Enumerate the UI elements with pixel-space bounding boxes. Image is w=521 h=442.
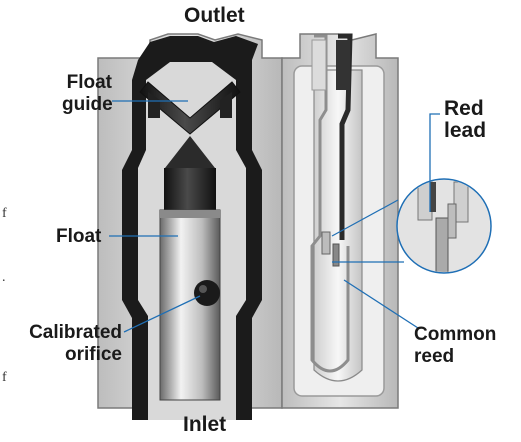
- reed-zoom-inset: [331, 178, 492, 274]
- edge-fragment-3: f: [2, 370, 7, 385]
- common-reed-label: Common reed: [414, 324, 496, 368]
- float-guide-label: Float guide: [62, 72, 113, 116]
- calibrated-orifice-label: Calibrated orifice: [14, 322, 122, 366]
- edge-fragment-1: f: [2, 206, 7, 221]
- float-guide: [139, 81, 241, 135]
- outlet-label: Outlet: [184, 4, 245, 27]
- common-reed-label-line1: Common: [414, 324, 497, 345]
- right-housing: [281, 33, 399, 409]
- float-guide-label-line1: Float: [66, 72, 112, 93]
- float-label: Float: [56, 226, 102, 247]
- edge-fragment-2: .: [2, 270, 6, 285]
- red-lead-label-line1: Red: [444, 97, 484, 120]
- calibrated-orifice-label-line1: Calibrated: [29, 322, 122, 343]
- float-guide-label-line2: guide: [62, 94, 113, 115]
- red-lead-label: Red lead: [444, 98, 486, 142]
- leader-lines: [109, 100, 440, 333]
- red-lead-leader: [429, 113, 440, 212]
- calibrated-orifice-leader: [123, 295, 201, 333]
- float-body: [159, 136, 221, 401]
- red-lead-label-line2: lead: [444, 119, 487, 142]
- common-reed-leader: [343, 279, 419, 329]
- inlet-label: Inlet: [183, 413, 227, 436]
- calibrated-orifice-label-line2: orifice: [64, 344, 122, 365]
- common-reed-label-line2: reed: [414, 346, 455, 367]
